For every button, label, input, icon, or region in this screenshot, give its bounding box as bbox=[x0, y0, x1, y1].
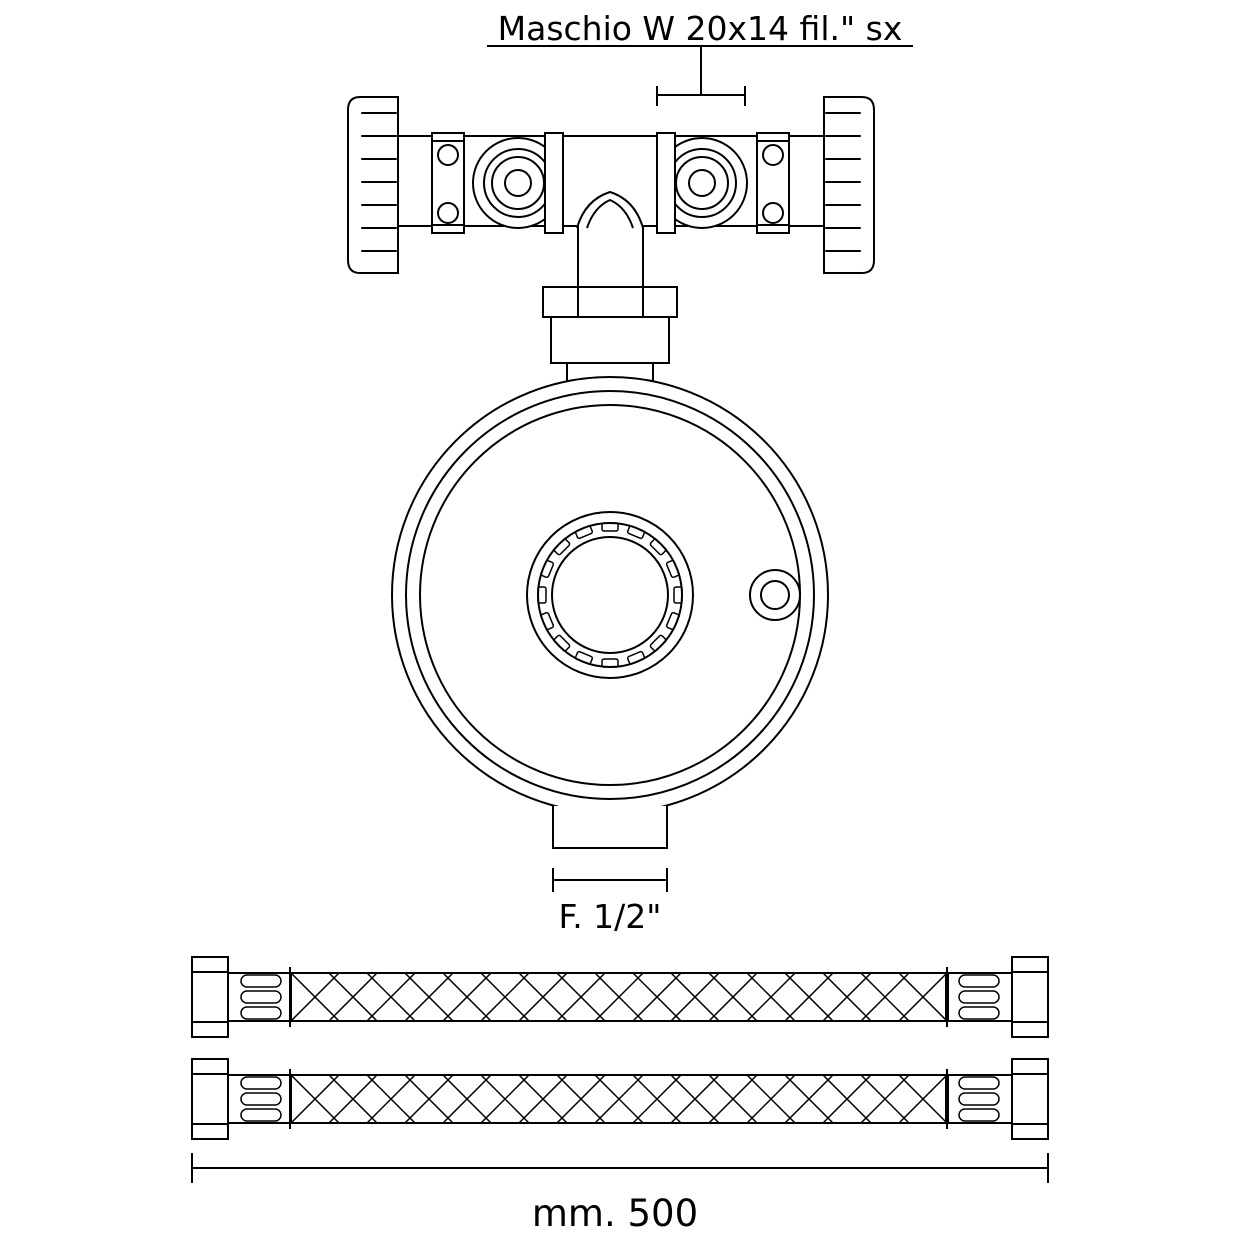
right-clamp-block bbox=[756, 132, 790, 234]
thread-spec-label: Maschio W 20x14 fil." sx bbox=[498, 9, 903, 48]
regulator-outer-ring bbox=[391, 376, 829, 814]
flexible-hose-1 bbox=[191, 956, 1049, 1038]
thread-label-group: Maschio W 20x14 fil." sx bbox=[487, 9, 913, 106]
left-outlet-port bbox=[472, 137, 564, 229]
center-gear-ring bbox=[526, 511, 694, 679]
inlet-size-label: F. 1/2" bbox=[559, 897, 662, 936]
left-handwheel bbox=[347, 96, 399, 274]
right-handwheel bbox=[823, 96, 875, 274]
left-clamp-block bbox=[431, 132, 465, 234]
inlet-dimension-group: F. 1/2" bbox=[552, 868, 668, 936]
flexible-hose-2 bbox=[191, 1058, 1049, 1140]
regulator-neck bbox=[542, 286, 678, 384]
regulator-body bbox=[391, 376, 829, 849]
regulator-middle-ring bbox=[405, 390, 815, 800]
neck-sleeve bbox=[550, 316, 670, 364]
vent-hole bbox=[749, 569, 801, 621]
central-tee-fitting bbox=[544, 132, 676, 288]
manifold-assembly bbox=[347, 96, 875, 288]
length-dimension-group: mm. 500 bbox=[191, 1153, 1049, 1235]
hose-length-label: mm. 500 bbox=[532, 1192, 698, 1235]
inlet-stub bbox=[552, 806, 668, 849]
hex-nut bbox=[542, 286, 678, 318]
